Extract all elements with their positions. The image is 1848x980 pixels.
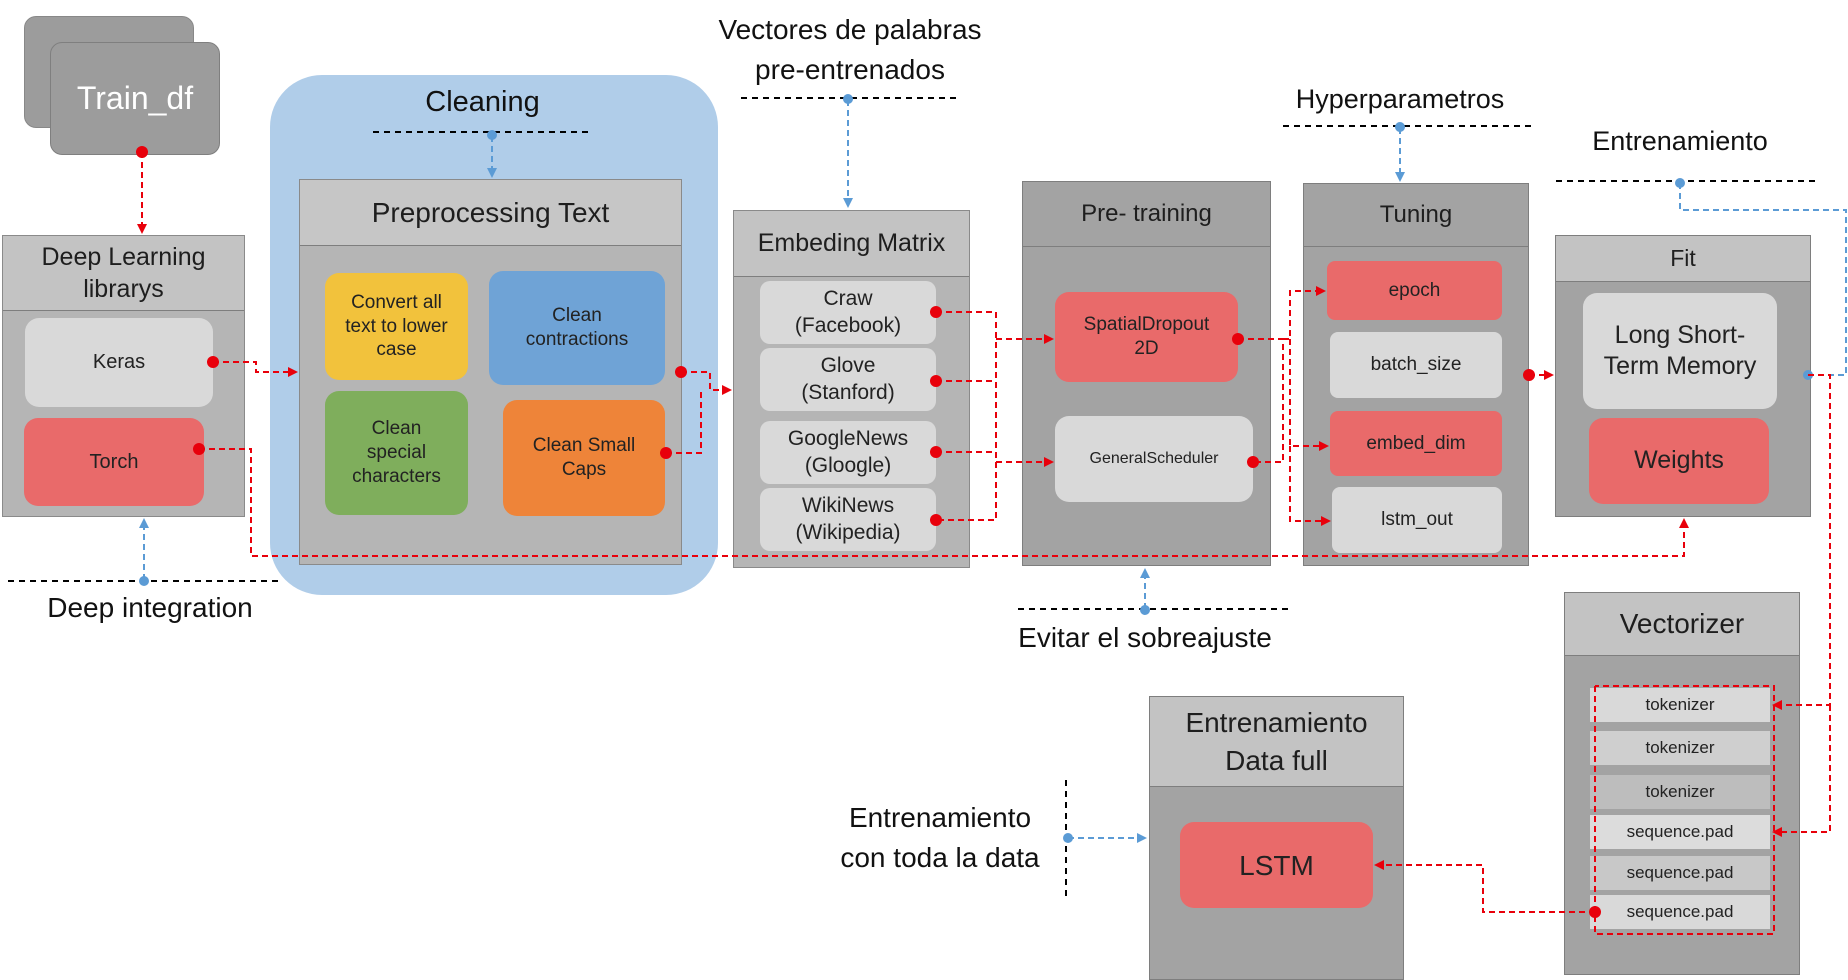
blue-dot — [843, 94, 853, 104]
lstm-out-item[interactable]: lstm_out — [1332, 487, 1502, 553]
embedding-craw-item[interactable]: Craw (Facebook) — [760, 281, 936, 344]
blue-dot — [1675, 178, 1685, 188]
hyperparameters-header: Hyperparametros — [1295, 84, 1505, 114]
torch-item[interactable]: Torch — [24, 418, 204, 506]
preprocessing-title: Preprocessing Text — [300, 180, 681, 246]
batch-size-item[interactable]: batch_size — [1330, 332, 1502, 398]
embedding-wikinews-item[interactable]: WikiNews (Wikipedia) — [760, 488, 936, 551]
embed-dim-item[interactable]: embed_dim — [1330, 411, 1502, 476]
deep-integration-note: Deep integration — [47, 592, 253, 623]
embedding-title: Embeding Matrix — [734, 211, 969, 277]
epoch-item[interactable]: epoch — [1327, 261, 1502, 320]
red-connector — [1374, 860, 1595, 913]
embedding-googlenews-item[interactable]: GoogleNews (Gloogle) — [760, 421, 936, 484]
embedding-glove-item[interactable]: Glove (Stanford) — [760, 348, 936, 411]
blue-dot — [1140, 605, 1150, 615]
small-caps-item[interactable]: Clean Small Caps — [503, 400, 665, 516]
contractions-item[interactable]: Clean contractions — [489, 271, 665, 385]
cleaning-title: Cleaning — [425, 86, 540, 118]
fit-title: Fit — [1556, 236, 1810, 282]
train-df-label: Train_df — [76, 80, 194, 116]
lowercase-item[interactable]: Convert all text to lower case — [325, 273, 468, 380]
vectorizer-row[interactable]: tokenizer — [1590, 731, 1770, 765]
blue-dot — [139, 576, 149, 586]
embedding-header-line-1: Vectores de palabras — [718, 14, 982, 45]
special-characters-item[interactable]: Clean special characters — [325, 391, 468, 515]
full-training-title: Entrenamiento Data full — [1150, 697, 1403, 787]
keras-item[interactable]: Keras — [25, 318, 213, 407]
full-training-note-line-2: con toda la data — [840, 842, 1040, 873]
overfitting-note: Evitar el sobreajuste — [1018, 622, 1272, 653]
weights-item[interactable]: Weights — [1589, 418, 1769, 504]
deep-learning-title: Deep Learning librarys — [3, 236, 244, 311]
vectorizer-row[interactable]: sequence.pad — [1590, 856, 1770, 890]
train-df-card[interactable]: Train_df — [50, 42, 220, 155]
blue-dot — [1395, 122, 1405, 132]
embedding-header-line-2: pre-entrenados — [755, 54, 945, 85]
pretraining-title: Pre- training — [1023, 182, 1270, 247]
vectorizer-row[interactable]: sequence.pad — [1590, 895, 1770, 929]
lstm-item[interactable]: LSTM — [1180, 822, 1373, 908]
lstm-memory-item[interactable]: Long Short-Term Memory — [1583, 293, 1777, 409]
training-header: Entrenamiento — [1592, 126, 1768, 156]
vectorizer-row[interactable]: sequence.pad — [1590, 815, 1770, 849]
full-training-note-line-1: Entrenamiento — [848, 802, 1032, 833]
general-scheduler-item[interactable]: GeneralScheduler — [1055, 416, 1253, 502]
tuning-title: Tuning — [1304, 184, 1528, 247]
vectorizer-row[interactable]: tokenizer — [1590, 775, 1770, 809]
vectorizer-title: Vectorizer — [1565, 593, 1799, 656]
spatial-dropout-item[interactable]: SpatialDropout 2D — [1055, 292, 1238, 382]
vectorizer-row[interactable]: tokenizer — [1590, 688, 1770, 722]
